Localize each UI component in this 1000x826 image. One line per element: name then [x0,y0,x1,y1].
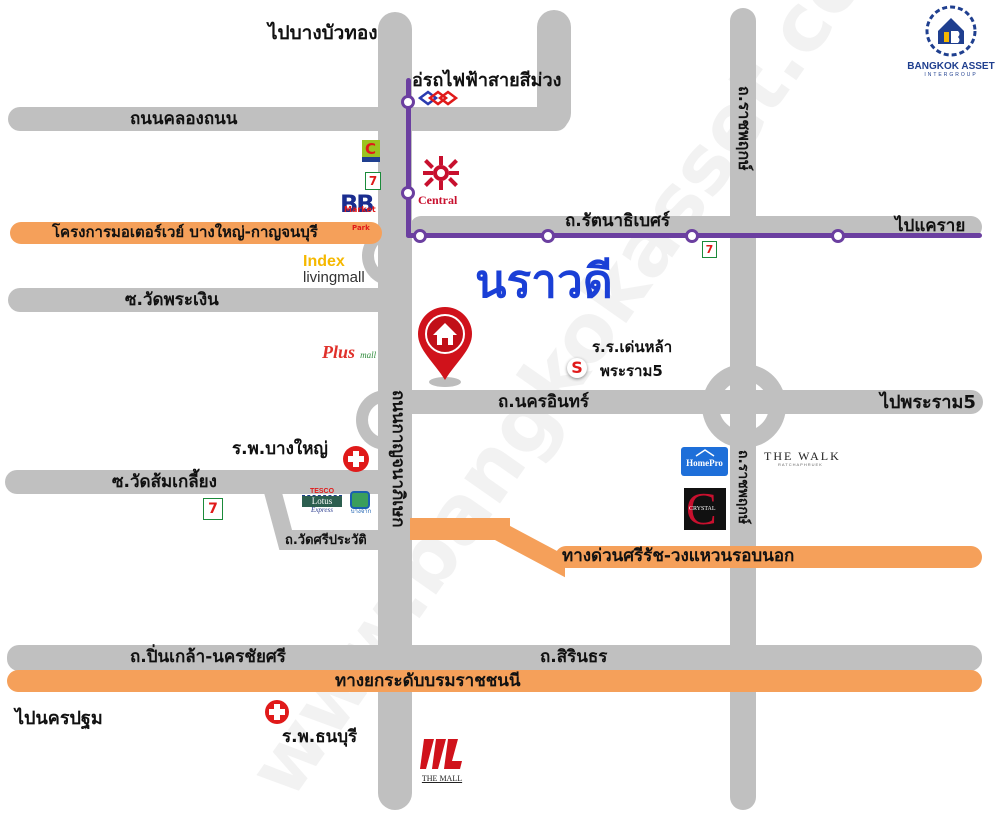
hospital-icon [265,700,289,724]
homepro-logo: HomePro [681,447,728,476]
seven-eleven-logo: 7 [702,241,717,258]
expressway-si-rat-bend [495,518,565,578]
bb-market-park-logo: BB Market Park [340,190,376,232]
borommaratchachonnani-elevated [7,670,982,692]
seven-eleven-logo: 7 [203,498,223,520]
the-walk-logo: THE WALK RATCHAPHRUEK [764,449,841,467]
index-livingmall-logo: Index livingmall [303,253,365,286]
station-2 [401,186,415,200]
seven-eleven-logo: 7 [365,172,381,190]
road-wat-phra-ngoen [8,288,408,312]
station-6 [831,229,845,243]
bangkok-asset-logo: BANGKOK ASSET INTERGROUP [906,4,996,79]
expressway-si-rat-left [410,518,510,540]
label-to-rama5: ไปพระราม5 [880,392,976,413]
label-khlong-thanon: ถนนคลองถนน [130,109,238,129]
road-wat-som-kliang [5,470,405,494]
bangchak-logo: บางจาก [350,491,372,519]
label-borommaratchachonnani: ทางยกระดับบรมราชชนนี [335,671,521,691]
mrt-logo-icon [417,90,459,110]
roundabout [702,364,786,448]
label-rattanathibet: ถ.รัตนาธิเบศร์ [565,211,670,231]
purple-line-vertical [406,78,411,238]
label-school-line2: พระราม5 [600,362,663,380]
central-logo: Central [418,156,464,206]
motorway-bangyai-kanchanaburi [10,222,382,244]
road-nakhon-in [395,390,983,414]
label-nakhon-in: ถ.นครอินทร์ [498,392,590,412]
label-wat-si-prawat: ถ.วัดศรีประวัติ [285,533,367,548]
road-loop-nakhon-in [356,390,392,450]
label-wat-phra-ngoen: ซ.วัดพระเงิน [125,290,219,310]
school-s-icon: S [567,358,587,378]
label-kanchanaphisek: ถนนกาญจนาภิเษก [388,390,408,528]
bigc-logo: C [362,140,380,162]
plus-mall-logo: Plus mall [322,342,377,362]
label-school-line1: ร.ร.เด่นหล้า [592,338,673,356]
road-wat-si-prawat [280,530,390,550]
project-name: นราวดี [475,254,613,308]
label-sirindhorn: ถ.สิรินธร [540,647,608,667]
tesco-lotus-express-logo: TESCO Lotus Express [302,488,342,514]
label-to-bang-bua-thong: ไปบางบัวทอง [268,22,378,44]
expressway-si-rat-right [555,546,982,568]
label-thonburi-hospital: ร.พ.ธนบุรี [282,727,358,747]
the-crystal-logo: C CRYSTAL [684,488,726,530]
label-to-nakhon-pathom: ไปนครปฐม [15,708,103,729]
label-purple-line: อ่รถไฟฟ้าสายสีม่วง [412,70,562,91]
project-location-pin-icon[interactable] [412,304,478,394]
label-pinklao-nakhonchaisi: ถ.ปิ่นเกล้า-นครชัยศรี [130,647,286,667]
station-1 [401,95,415,109]
road-khlong-thanon [8,107,568,131]
label-ratchaphruek-upper: ถ.ราชพฤกษ์ [735,86,754,171]
station-5 [685,229,699,243]
hospital-icon [343,446,369,472]
label-wat-som-kliang: ซ.วัดส้มเกลี้ยง [112,472,217,492]
road-pinklao-sirindhorn [7,645,982,671]
label-to-khae-rai: ไปแคราย [895,216,966,236]
label-bangyai-hospital: ร.พ.บางใหญ่ [232,439,328,459]
label-ratchaphruek-lower: ถ.ราชพฤกษ์ [735,450,751,525]
station-4 [541,229,555,243]
station-3 [413,229,427,243]
the-mall-logo: THE MALL [420,737,464,783]
label-si-rat-expressway: ทางด่วนศรีรัช-วงแหวนรอบนอก [562,546,795,566]
label-motorway-project: โครงการมอเตอร์เวย์ บางใหญ่-กาญจนบุรี [52,223,318,241]
